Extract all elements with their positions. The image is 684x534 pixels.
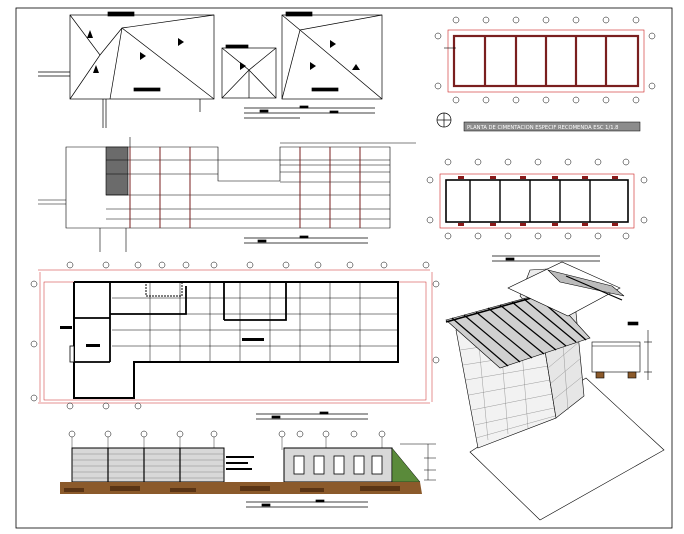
main-floor-plan — [30, 261, 440, 410]
elevation-view — [60, 430, 436, 494]
north-arrow-icon — [436, 112, 452, 128]
scale-bar-icon — [256, 411, 368, 420]
isometric-view — [445, 261, 665, 521]
roof-plan — [38, 11, 383, 128]
scale-bar-icon — [244, 105, 375, 119]
framing-plan — [38, 137, 416, 252]
scale-bar-icon — [246, 499, 368, 508]
caption-text: PLANTA DE CIMENTACION ESPECIF RECOMENDA … — [467, 125, 618, 131]
scale-bar-icon — [492, 255, 600, 262]
drawing-caption: PLANTA DE CIMENTACION ESPECIF RECOMENDA … — [463, 121, 641, 132]
sheet-frame — [15, 7, 673, 529]
section-detail — [591, 321, 652, 380]
floor-plan-small — [426, 158, 648, 240]
scale-bar-icon — [244, 235, 368, 244]
foundation-plan — [434, 16, 656, 104]
